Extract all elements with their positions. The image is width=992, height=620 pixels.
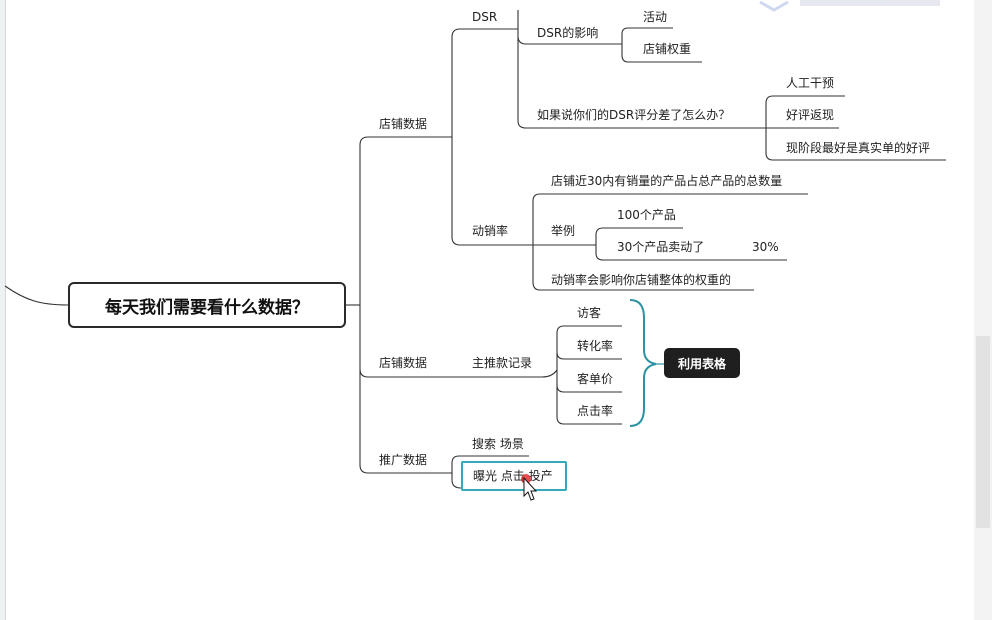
metric-ctr[interactable]: 点击率 — [577, 404, 614, 418]
promo-search-node[interactable]: 搜索 场景 — [472, 437, 524, 451]
answers-vertical — [765, 95, 946, 161]
metric-aov[interactable]: 客单价 — [577, 372, 614, 386]
answer-cashback[interactable]: 好评返现 — [786, 108, 835, 122]
main-push-node[interactable]: 主推款记录 — [472, 356, 533, 370]
dsr-question-node[interactable]: 如果说你们的DSR评分差了怎么办？ — [537, 108, 731, 122]
answer-manual[interactable]: 人工干预 — [786, 76, 835, 90]
example-vertical — [595, 227, 787, 261]
answer-real-review[interactable]: 现阶段最好是真实单的好评 — [786, 141, 931, 155]
metric-conversion[interactable]: 转化率 — [577, 339, 614, 353]
example-node[interactable]: 举例 — [551, 224, 576, 238]
summary-tag[interactable]: 利用表格 — [664, 348, 740, 378]
sell-through-definition[interactable]: 店铺近30内有销量的产品占总产品的总数量 — [551, 174, 783, 188]
watermark-logo — [759, 0, 940, 12]
example-rate[interactable]: 30% — [752, 240, 779, 254]
summary-tag-label: 利用表格 — [677, 356, 726, 371]
metric-visitors[interactable]: 访客 — [577, 306, 602, 320]
sell-through-node[interactable]: 动销率 — [472, 224, 509, 238]
mainpush-vertical — [541, 325, 622, 425]
mouse-cursor-icon — [521, 474, 538, 501]
impact-vertical — [621, 27, 702, 63]
branch-store-data-1[interactable]: 店铺数据 — [379, 117, 428, 131]
branch-promo-data[interactable]: 推广数据 — [379, 453, 428, 467]
sell-vertical — [532, 193, 808, 291]
root-title: 每天我们需要看什么数据？ — [105, 297, 309, 318]
branch-store-data-2[interactable]: 店铺数据 — [379, 356, 428, 370]
store1-vertical — [451, 28, 533, 246]
dsr-node[interactable]: DSR — [472, 10, 498, 24]
example-30-sold[interactable]: 30个产品卖动了 — [617, 240, 705, 254]
summary-brace — [629, 299, 657, 427]
left-panel-edge — [0, 0, 6, 620]
trunk-vertical — [359, 136, 542, 474]
promo-metrics-label: 曝光 点击 投产 — [473, 469, 553, 483]
example-100-products[interactable]: 100个产品 — [617, 208, 676, 222]
root-node[interactable]: 每天我们需要看什么数据？ — [68, 282, 346, 328]
incoming-connector — [4, 285, 69, 306]
scrollbar-thumb[interactable] — [976, 336, 990, 528]
impact-activity[interactable]: 活动 — [643, 10, 668, 24]
impact-store-weight[interactable]: 店铺权重 — [643, 42, 692, 56]
dsr-impact-node[interactable]: DSR的影响 — [537, 26, 599, 40]
promo-metrics-node-selected[interactable] — [461, 461, 567, 491]
sell-through-effect[interactable]: 动销率会影响你店铺整体的权重的 — [551, 273, 732, 287]
dsr-vertical — [517, 10, 766, 129]
promo-vertical — [451, 455, 529, 489]
